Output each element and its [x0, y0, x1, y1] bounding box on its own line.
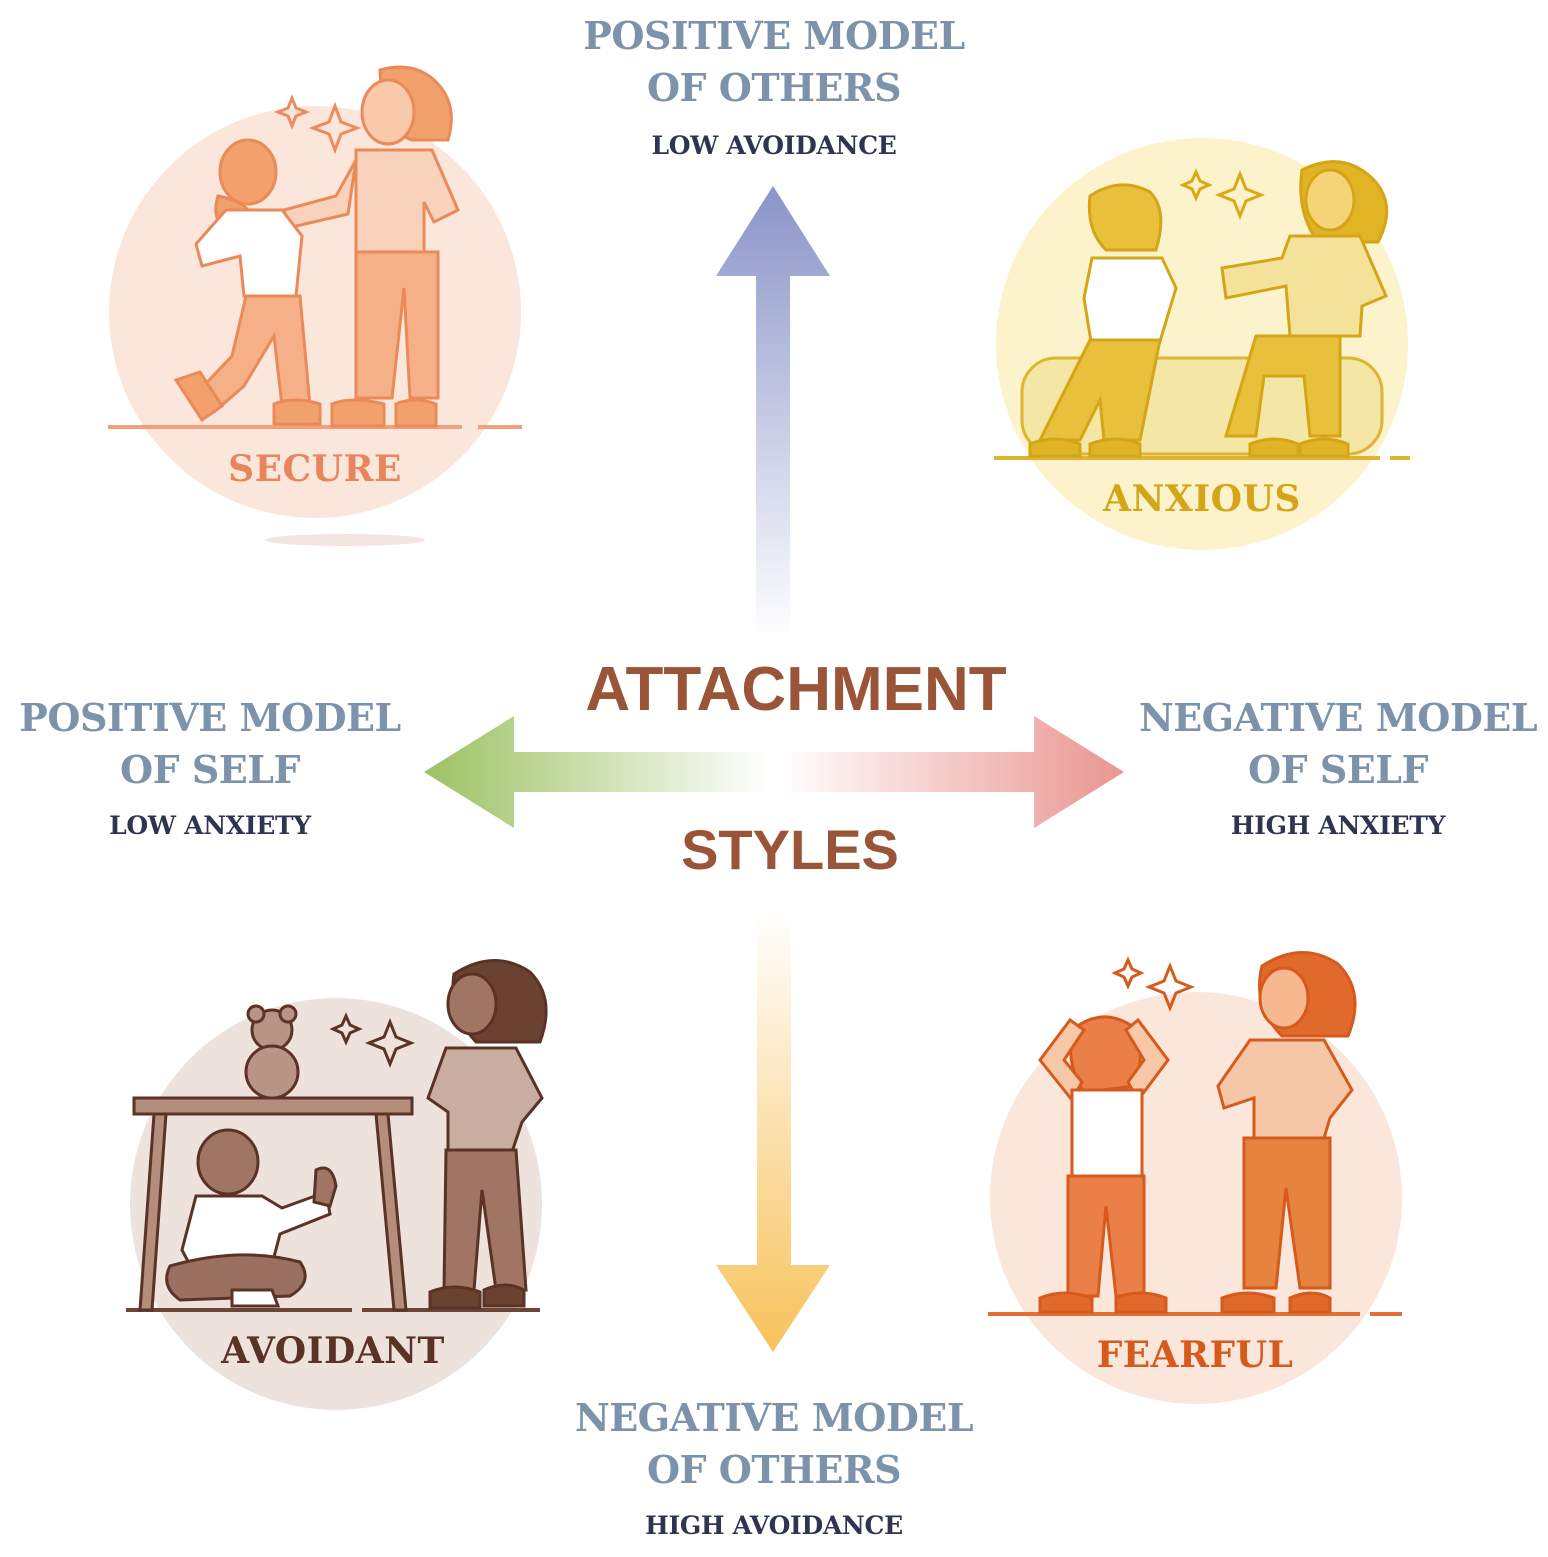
right-axis-title-line1: NEGATIVE MODEL: [1138, 695, 1538, 740]
bottom-axis-label: NEGATIVE MODEL OF OTHERS HIGH AVOIDANCE: [524, 1392, 1024, 1542]
arrow-right: [778, 716, 1124, 828]
bottom-axis-title-line1: NEGATIVE MODEL: [574, 1395, 974, 1440]
center-title-line1: ATTACHMENT: [585, 655, 1007, 724]
left-axis-title-line2: OF SELF: [120, 747, 300, 792]
right-axis-label: NEGATIVE MODEL OF SELF HIGH ANXIETY: [1128, 692, 1548, 842]
arrow-down: [716, 912, 830, 1352]
left-axis-label: POSITIVE MODEL OF SELF LOW ANXIETY: [0, 692, 420, 842]
arrow-left: [424, 716, 770, 828]
avoidant-label: AVOIDANT: [221, 1330, 445, 1372]
top-axis-title-line1: POSITIVE MODEL: [583, 13, 965, 58]
top-axis-label: POSITIVE MODEL OF OTHERS LOW AVOIDANCE: [524, 10, 1024, 162]
right-axis-subtitle: HIGH ANXIETY: [1230, 811, 1446, 840]
top-axis-title-line2: OF OTHERS: [646, 65, 902, 110]
anxious-label: ANXIOUS: [1103, 478, 1301, 520]
fearful-illustration: [988, 951, 1402, 1404]
left-axis-title-line1: POSITIVE MODEL: [19, 695, 401, 740]
arrow-up: [716, 186, 830, 640]
top-axis-subtitle: LOW AVOIDANCE: [651, 131, 897, 160]
avoidant-illustration: [126, 959, 548, 1410]
bottom-axis-subtitle: HIGH AVOIDANCE: [645, 1511, 903, 1540]
secure-illustration: [108, 65, 522, 546]
right-axis-title-line2: OF SELF: [1248, 747, 1428, 792]
secure-label: SECURE: [228, 448, 402, 490]
center-title-line2: STYLES: [681, 818, 899, 881]
left-axis-subtitle: LOW ANXIETY: [109, 811, 311, 840]
anxious-illustration: [994, 138, 1410, 550]
bottom-axis-title-line2: OF OTHERS: [646, 1447, 902, 1492]
fearful-label: FEARFUL: [1096, 1334, 1294, 1376]
